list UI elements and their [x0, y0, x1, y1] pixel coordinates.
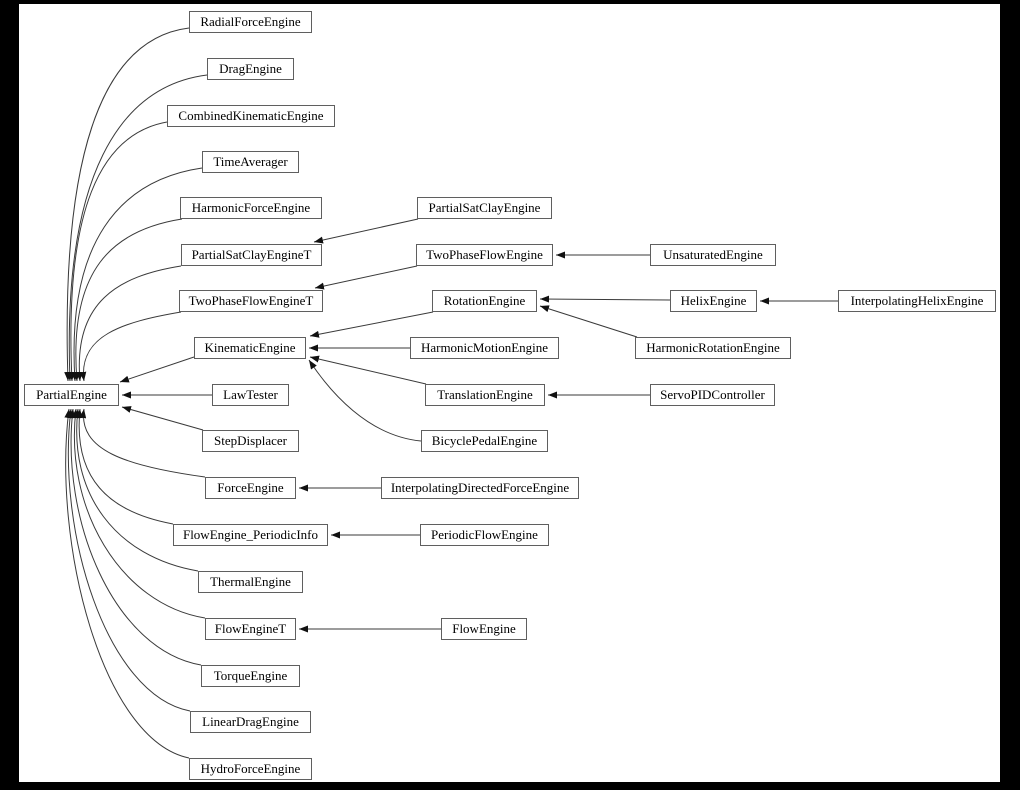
class-node-PartialSatClayEngineT[interactable]: PartialSatClayEngineT [181, 244, 322, 266]
class-node-FlowEngine[interactable]: FlowEngine [441, 618, 527, 640]
edge-HelixEngine-to-RotationEngine [539, 295, 671, 303]
edge-RadialForceEngine-to-PartialEngine [64, 27, 190, 382]
class-node-FlowEngine_PeriodicInfo[interactable]: FlowEngine_PeriodicInfo [173, 524, 328, 546]
edge-FlowEngine_PeriodicInfo-to-PartialEngine [75, 408, 174, 525]
class-node-PartialEngine[interactable]: PartialEngine [24, 384, 119, 406]
class-node-HydroForceEngine[interactable]: HydroForceEngine [189, 758, 312, 780]
edge-HydroForceEngine-to-PartialEngine [64, 408, 190, 759]
edge-TwoPhaseFlowEngineT-to-PartialEngine [79, 311, 182, 382]
edge-RotationEngine-to-KinematicEngine [309, 311, 434, 338]
edge-group [64, 27, 838, 759]
class-node-InterpolatingDirectedForceEngine[interactable]: InterpolatingDirectedForceEngine [381, 477, 579, 499]
class-node-TimeAverager[interactable]: TimeAverager [202, 151, 299, 173]
class-node-TranslationEngine[interactable]: TranslationEngine [425, 384, 545, 406]
class-node-FlowEngineT[interactable]: FlowEngineT [205, 618, 296, 640]
class-node-HelixEngine[interactable]: HelixEngine [670, 290, 757, 312]
class-node-DragEngine[interactable]: DragEngine [207, 58, 294, 80]
class-node-RadialForceEngine[interactable]: RadialForceEngine [189, 11, 312, 33]
class-node-LawTester[interactable]: LawTester [212, 384, 289, 406]
edge-FlowEngineT-to-PartialEngine [71, 408, 206, 619]
class-node-RotationEngine[interactable]: RotationEngine [432, 290, 537, 312]
edge-TranslationEngine-to-KinematicEngine [309, 355, 427, 385]
class-node-ServoPIDController[interactable]: ServoPIDController [650, 384, 775, 406]
class-node-PartialSatClayEngine[interactable]: PartialSatClayEngine [417, 197, 552, 219]
class-node-HarmonicMotionEngine[interactable]: HarmonicMotionEngine [410, 337, 559, 359]
edge-PartialSatClayEngineT-to-PartialEngine [75, 265, 182, 382]
edge-CombinedKinematicEngine-to-PartialEngine [68, 121, 168, 382]
edge-TimeAverager-to-PartialEngine [70, 167, 203, 382]
edge-HarmonicRotationEngine-to-RotationEngine [539, 305, 638, 338]
edge-HarmonicForceEngine-to-PartialEngine [72, 218, 183, 382]
class-node-TorqueEngine[interactable]: TorqueEngine [201, 665, 300, 687]
class-node-BicyclePedalEngine[interactable]: BicyclePedalEngine [421, 430, 548, 452]
edge-ForceEngine-to-PartialEngine [79, 408, 206, 478]
edge-StepDisplacer-to-PartialEngine [121, 406, 204, 431]
class-node-ThermalEngine[interactable]: ThermalEngine [198, 571, 303, 593]
edge-ThermalEngine-to-PartialEngine [73, 408, 199, 572]
edge-TwoPhaseFlowEngine-to-TwoPhaseFlowEngineT [314, 265, 418, 290]
class-node-TwoPhaseFlowEngine[interactable]: TwoPhaseFlowEngine [416, 244, 553, 266]
class-node-ForceEngine[interactable]: ForceEngine [205, 477, 296, 499]
edge-KinematicEngine-to-PartialEngine [119, 356, 195, 383]
class-node-CombinedKinematicEngine[interactable]: CombinedKinematicEngine [167, 105, 335, 127]
edge-BicyclePedalEngine-to-KinematicEngine [308, 359, 422, 442]
class-node-UnsaturatedEngine[interactable]: UnsaturatedEngine [650, 244, 776, 266]
class-node-LinearDragEngine[interactable]: LinearDragEngine [190, 711, 311, 733]
edge-PartialSatClayEngine-to-PartialSatClayEngineT [313, 218, 419, 244]
edge-TorqueEngine-to-PartialEngine [68, 408, 202, 666]
class-node-PeriodicFlowEngine[interactable]: PeriodicFlowEngine [420, 524, 549, 546]
class-node-HarmonicForceEngine[interactable]: HarmonicForceEngine [180, 197, 322, 219]
class-node-KinematicEngine[interactable]: KinematicEngine [194, 337, 306, 359]
class-node-StepDisplacer[interactable]: StepDisplacer [202, 430, 299, 452]
edge-DragEngine-to-PartialEngine [66, 74, 208, 382]
class-node-TwoPhaseFlowEngineT[interactable]: TwoPhaseFlowEngineT [179, 290, 323, 312]
class-node-HarmonicRotationEngine[interactable]: HarmonicRotationEngine [635, 337, 791, 359]
class-node-InterpolatingHelixEngine[interactable]: InterpolatingHelixEngine [838, 290, 996, 312]
edge-LinearDragEngine-to-PartialEngine [66, 408, 191, 712]
